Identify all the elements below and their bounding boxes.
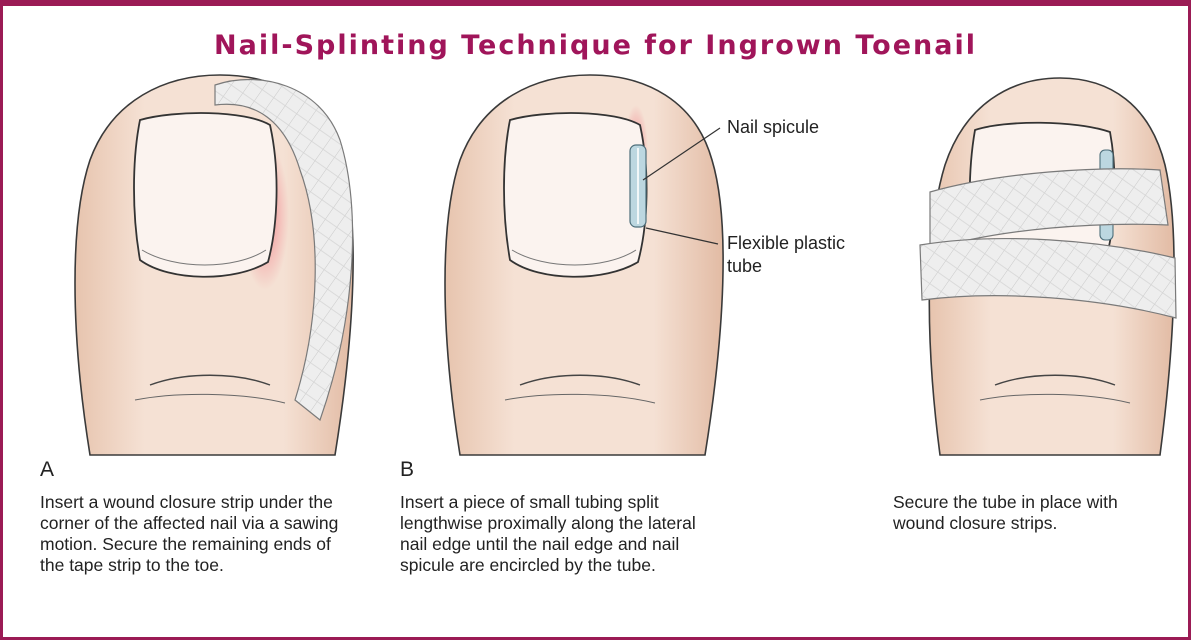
callout-tube-line2: tube bbox=[727, 255, 845, 278]
callout-flexible-plastic-tube: Flexible plastic tube bbox=[727, 232, 845, 278]
callout-tube-line1: Flexible plastic bbox=[727, 232, 845, 255]
callout-nail-spicule: Nail spicule bbox=[727, 116, 819, 139]
panel-b-label: B bbox=[400, 458, 414, 482]
toe-c bbox=[920, 78, 1176, 455]
toe-a bbox=[75, 75, 353, 455]
panel-a-caption: Insert a wound closure strip under the c… bbox=[40, 492, 360, 576]
panel-a-label: A bbox=[40, 458, 54, 482]
panel-b-caption: Insert a piece of small tubing split len… bbox=[400, 492, 710, 576]
toe-b bbox=[445, 75, 723, 455]
panel-c-caption: Secure the tube in place with wound clos… bbox=[893, 492, 1163, 534]
